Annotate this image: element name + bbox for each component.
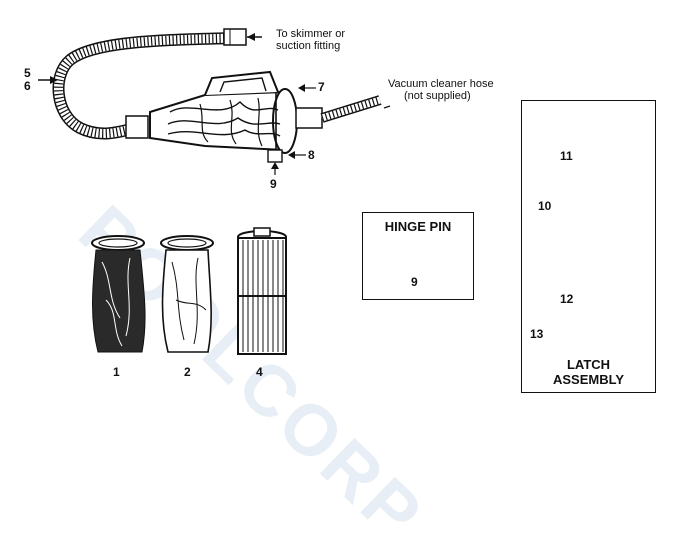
- callout-13: 13: [530, 327, 544, 341]
- hinge-pin-part-number: 9: [411, 275, 418, 289]
- suction-hose: [52, 32, 236, 140]
- skimmer-label-line1: To skimmer or: [276, 28, 346, 40]
- vacuum-label-line1: Vacuum cleaner hose: [388, 78, 494, 90]
- left-coupling: [125, 115, 149, 139]
- callout-8: 8: [308, 148, 315, 162]
- callout-6: 6: [24, 79, 31, 93]
- callout-12: 12: [560, 292, 574, 306]
- callout-5: 5: [24, 66, 31, 80]
- filter-bag-2: [160, 235, 214, 353]
- callout-11: 11: [560, 149, 573, 163]
- latch-assembly-box: [521, 100, 656, 393]
- callout-1: 1: [113, 365, 120, 379]
- hinge-pin-box: [362, 212, 474, 300]
- latch-title-line1: LATCH: [566, 357, 611, 372]
- filter-bag-1: [91, 235, 146, 353]
- callout-7: 7: [318, 80, 325, 94]
- vacuum-coupling: [295, 107, 323, 129]
- skimmer-label-line2: suction fitting: [276, 40, 341, 52]
- callout-2: 2: [184, 365, 191, 379]
- leaf-canister: [149, 70, 298, 163]
- latch-title-line2: ASSEMBLY: [552, 372, 625, 387]
- hinge-pin-title: HINGE PIN: [384, 219, 452, 234]
- callout-9: 9: [270, 177, 277, 191]
- vacuum-hose: [320, 95, 382, 123]
- callout-4: 4: [256, 365, 263, 379]
- skimmer-fitting: [223, 28, 247, 46]
- callout-10: 10: [538, 199, 552, 213]
- vacuum-label-line2: (not supplied): [404, 90, 471, 102]
- filter-cartridge-4: [237, 227, 287, 355]
